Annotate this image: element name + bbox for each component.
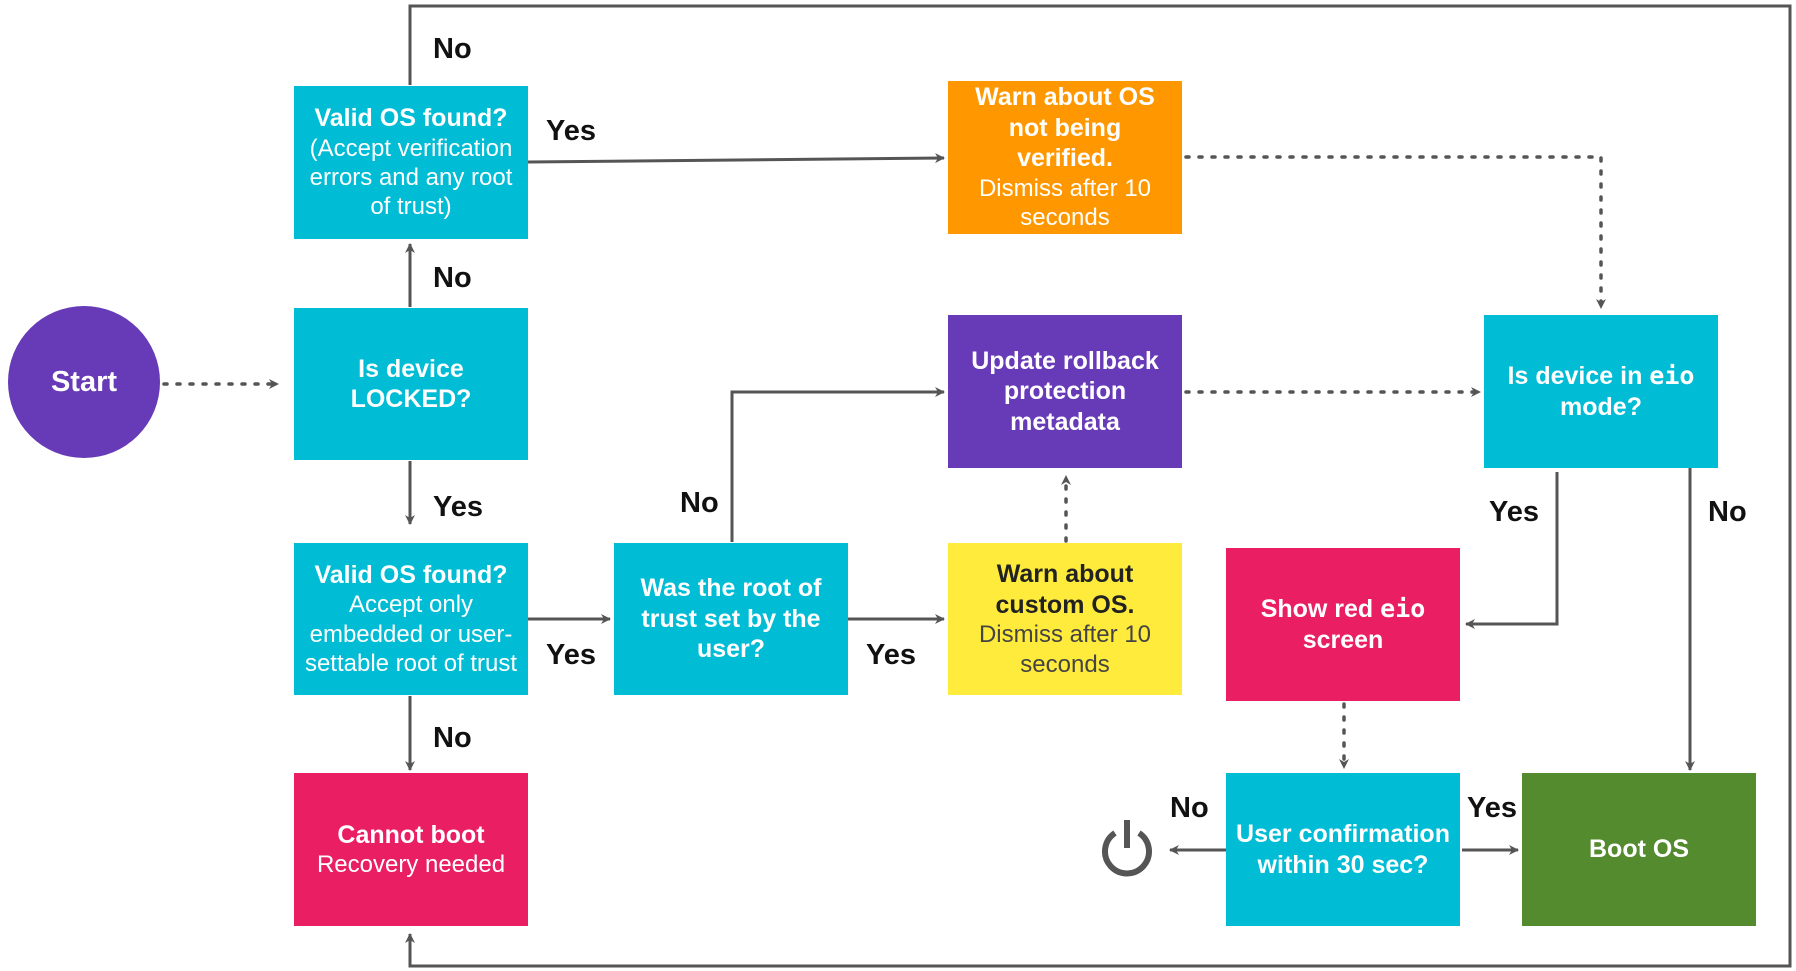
- power-icon: [1102, 820, 1152, 877]
- label-valid-locked-no: No: [433, 722, 472, 754]
- label-unlocked-yes: Yes: [546, 115, 596, 147]
- eio-mode-title-code: eio: [1649, 361, 1695, 390]
- is-device-locked-node: Is device LOCKED?: [294, 308, 528, 460]
- warn-os-not-verified-node: Warn about OS not being verified. Dismis…: [948, 81, 1182, 234]
- red-eio-title-code: eio: [1380, 594, 1426, 623]
- valid-os-locked-node: Valid OS found? Accept only embedded or …: [294, 543, 528, 695]
- cannot-boot-sub: Recovery needed: [316, 851, 506, 879]
- warn-custom-os-node: Warn about custom OS. Dismiss after 10 s…: [948, 543, 1182, 695]
- user-confirmation-node: User confirmation within 30 sec?: [1226, 773, 1460, 926]
- valid-os-locked-sub: Accept only embedded or user-settable ro…: [304, 591, 518, 677]
- valid-os-unlocked-sub: (Accept verification errors and any root…: [309, 134, 513, 221]
- label-valid-locked-yes: Yes: [546, 639, 596, 671]
- label-root-yes: Yes: [866, 639, 916, 671]
- label-eio-no: No: [1708, 496, 1747, 528]
- red-eio-title-pre: Show red: [1260, 595, 1374, 623]
- start-label: Start: [50, 365, 118, 398]
- warn-custom-os-sub: Dismiss after 10 seconds: [978, 621, 1152, 678]
- label-top-no: No: [433, 33, 472, 65]
- update-rollback-title: Update rollback protection metadata: [971, 346, 1159, 436]
- label-root-no: No: [680, 487, 719, 519]
- boot-os-node: Boot OS: [1522, 773, 1756, 926]
- root-of-trust-title: Was the root of trust set by the user?: [640, 574, 822, 664]
- cannot-boot-title: Cannot boot: [337, 820, 485, 849]
- warn-os-not-verified-title: Warn about OS not being verified.: [975, 83, 1155, 173]
- boot-os-title: Boot OS: [1589, 835, 1689, 864]
- label-locked-yes: Yes: [433, 491, 483, 523]
- red-eio-screen-node: Show red eio screen: [1226, 548, 1460, 701]
- red-eio-title-post: screen: [1302, 625, 1384, 654]
- label-eio-yes: Yes: [1489, 496, 1539, 528]
- eio-mode-title-pre: Is device in: [1507, 362, 1643, 390]
- update-rollback-node: Update rollback protection metadata: [948, 315, 1182, 468]
- user-confirmation-title: User confirmation within 30 sec?: [1236, 820, 1450, 879]
- eio-mode-title: Is device in eio mode?: [1494, 361, 1708, 422]
- root-of-trust-node: Was the root of trust set by the user?: [614, 543, 848, 695]
- red-eio-screen-title: Show red eio screen: [1236, 594, 1450, 655]
- is-device-locked-title: Is device LOCKED?: [350, 354, 472, 414]
- cannot-boot-node: Cannot boot Recovery needed: [294, 773, 528, 926]
- valid-os-unlocked-node: Valid OS found? (Accept verification err…: [294, 86, 528, 239]
- warn-custom-os-title: Warn about custom OS.: [995, 560, 1135, 619]
- start-node: Start: [8, 306, 160, 458]
- label-confirm-yes: Yes: [1467, 792, 1517, 824]
- eio-mode-title-post: mode?: [1560, 392, 1642, 421]
- eio-mode-node: Is device in eio mode?: [1484, 315, 1718, 468]
- valid-os-unlocked-title: Valid OS found?: [314, 104, 508, 133]
- valid-os-locked-title: Valid OS found?: [314, 560, 508, 589]
- label-locked-no: No: [433, 262, 472, 294]
- label-confirm-no: No: [1170, 792, 1209, 824]
- warn-os-not-verified-sub: Dismiss after 10 seconds: [978, 174, 1152, 232]
